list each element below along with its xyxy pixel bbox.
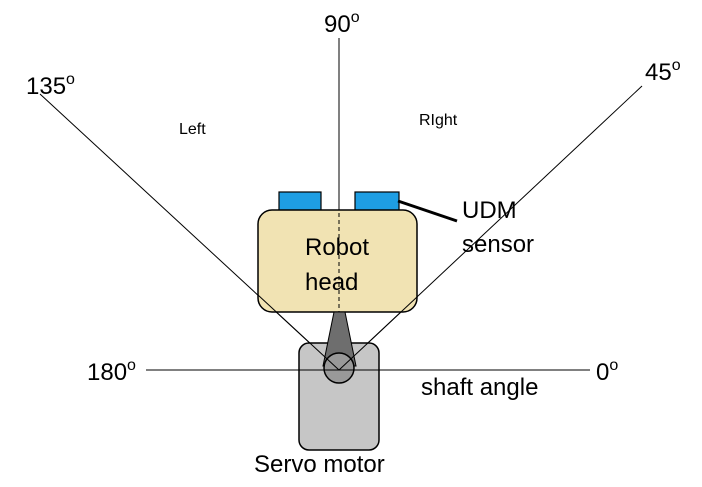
direction-label-right: RIght [419, 112, 458, 129]
angle-label-0: 0o [596, 357, 618, 386]
direction-label-left: Left [179, 121, 206, 138]
robot-head-label-line2: head [305, 269, 358, 296]
udm-sensor-label-line1: UDM [462, 197, 517, 224]
servo-shaft [323, 352, 355, 384]
robot-head-label-line1: Robot [305, 234, 369, 261]
udm-sensor-left [278, 191, 322, 212]
angle-line-135-over-head [257, 294, 340, 371]
shaft-angle-label: shaft angle [421, 374, 538, 401]
udm-sensor-label-line2: sensor [462, 231, 534, 258]
angle-line-45-over-head [338, 296, 418, 371]
angle-label-180: 180o [87, 357, 136, 386]
servo-motor-label: Servo motor [254, 451, 385, 478]
servo-arm [322, 311, 357, 367]
angle-label-90: 90o [324, 9, 360, 38]
robot-head [257, 209, 418, 313]
udm-sensor-right [354, 191, 400, 212]
udm-pointer-line [397, 199, 458, 223]
angle-label-45: 45o [645, 57, 681, 86]
angle-label-135: 135o [26, 71, 75, 100]
